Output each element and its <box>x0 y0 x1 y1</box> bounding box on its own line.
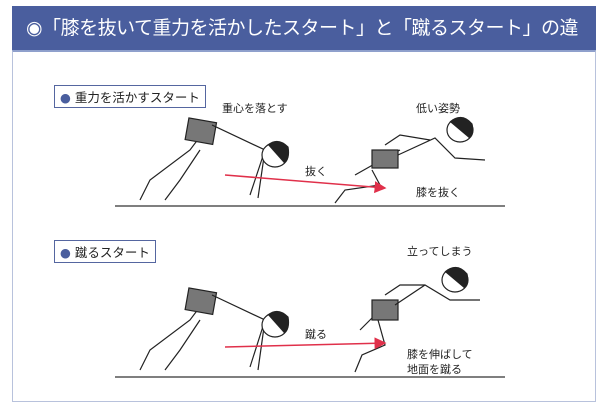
annotation-low-posture: 低い姿勢 <box>416 102 460 115</box>
section-label-text: 蹴るスタート <box>74 245 150 260</box>
annotation-arrow-kick: 蹴る <box>305 328 327 341</box>
section-label-kick-start: ● 蹴るスタート <box>54 240 156 263</box>
runner-crouch-figure <box>139 287 290 371</box>
arrow <box>224 174 387 194</box>
runner-upright-figure <box>354 266 480 373</box>
annotation-arrow-release: 抜く <box>305 165 327 178</box>
diagram-panel <box>12 50 596 402</box>
section-label-text: 重力を活かすスタート <box>74 90 200 105</box>
annotation-stand-up: 立ってしまう <box>407 245 473 258</box>
annotation-release-knee: 膝を抜く <box>416 186 460 199</box>
annotation-kick-ground: 地面を蹴る <box>407 363 462 376</box>
page-title: ◉「膝を抜いて重力を活かしたスタート」と「蹴るスタート」の違い <box>12 6 596 83</box>
annotation-lower-center: 重心を落とす <box>222 102 288 115</box>
runner-low-figure <box>334 116 486 204</box>
runner-crouch-figure <box>139 117 290 201</box>
arrow <box>224 337 387 350</box>
section-label-gravity-start: ● 重力を活かすスタート <box>54 85 206 108</box>
annotation-extend-knee: 膝を伸ばして <box>407 348 473 361</box>
